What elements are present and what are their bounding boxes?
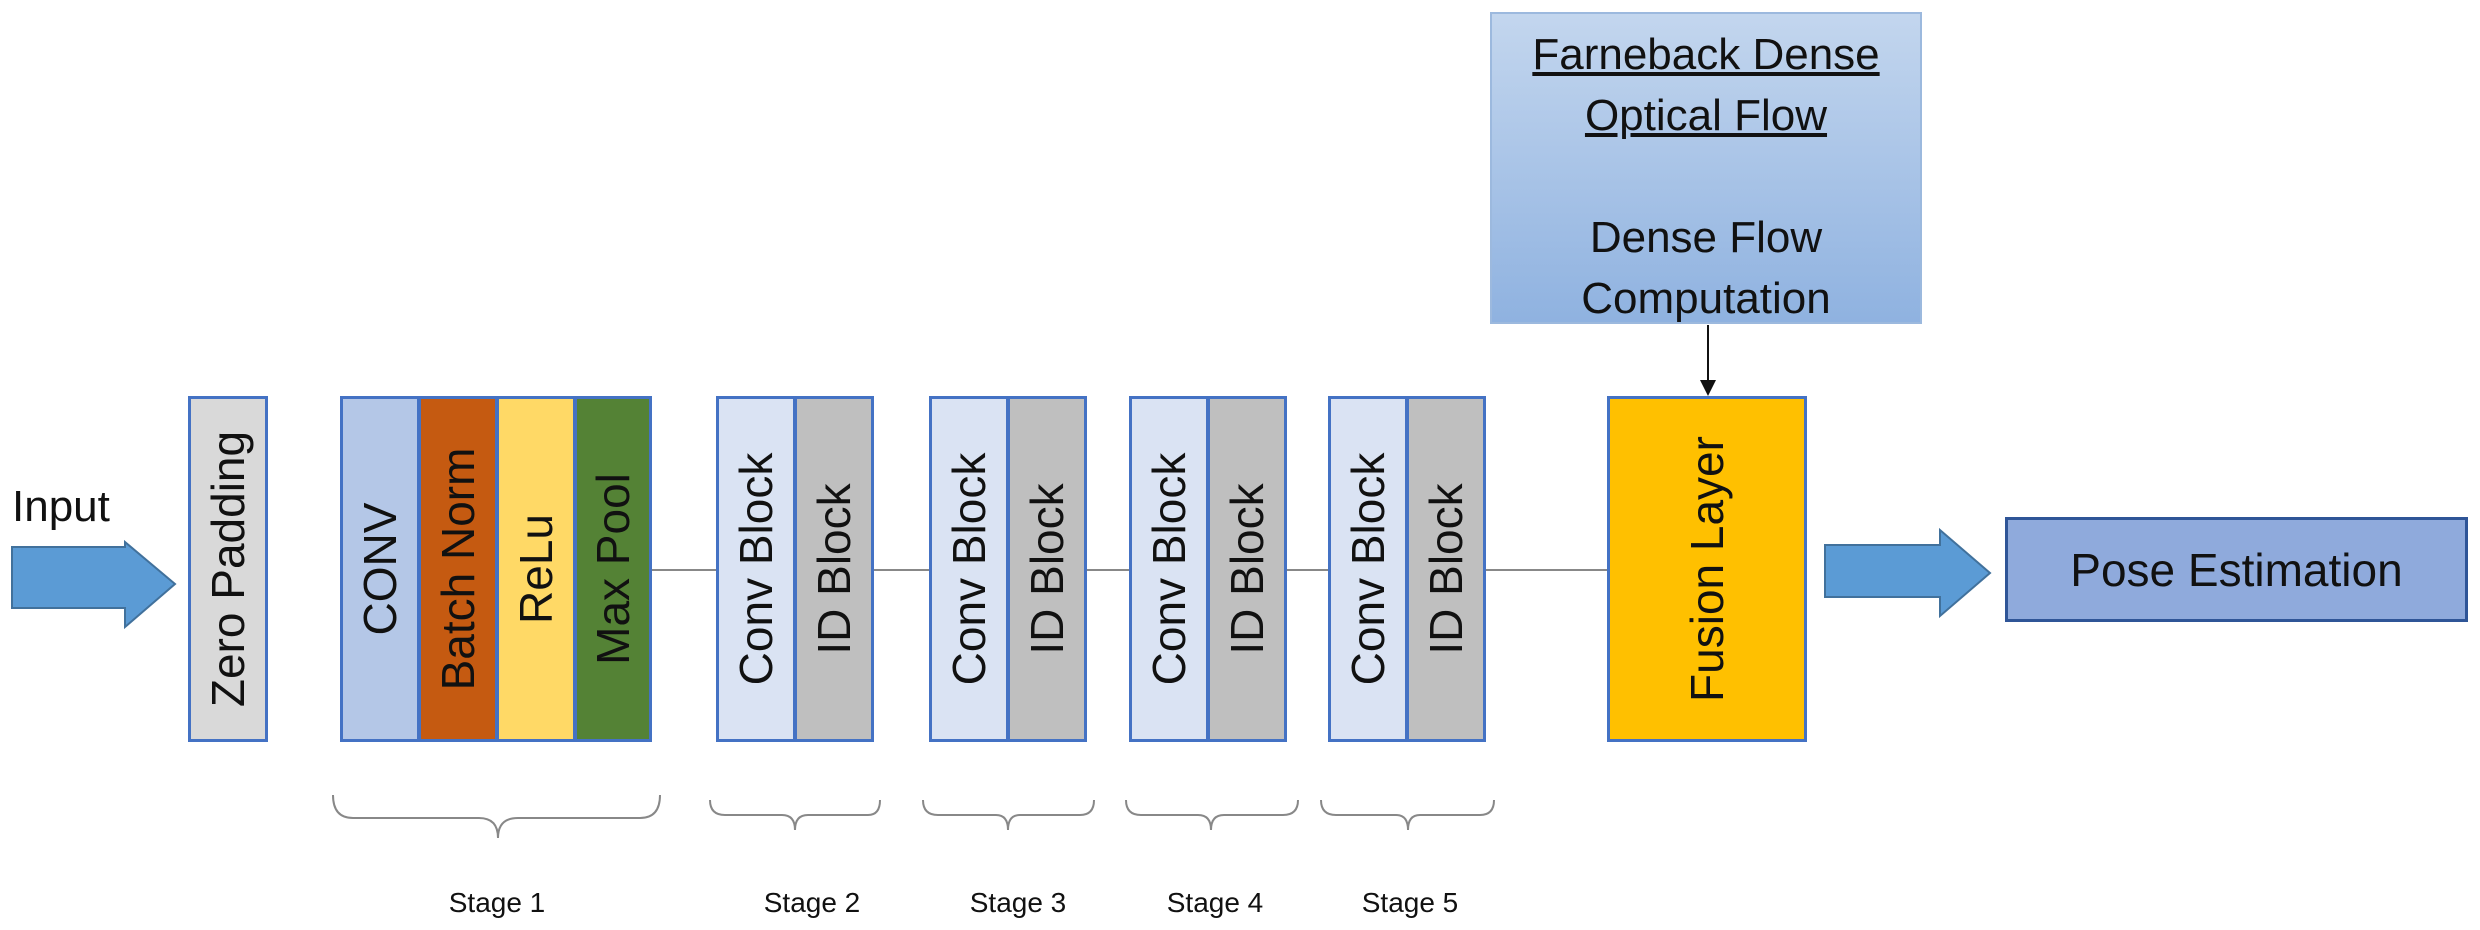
id-block-stage2: ID Block — [794, 396, 874, 742]
output-arrow — [1824, 527, 1992, 619]
conv-block-stage3: Conv Block — [929, 396, 1009, 742]
id-block-label: ID Block — [1221, 483, 1273, 655]
flow-box-body-line1: Dense Flow — [1589, 213, 1823, 262]
flow-box-body-line2: Computation — [1581, 274, 1831, 323]
stage-1-brace — [332, 794, 661, 839]
input-arrow — [11, 539, 177, 630]
pose-estimation-box: Pose Estimation — [2005, 517, 2468, 622]
input-label: Input — [12, 482, 110, 531]
relu-layer: ReLu — [496, 396, 576, 742]
conv-block-label: Conv Block — [730, 452, 782, 686]
batch-norm-label: Batch Norm — [432, 447, 484, 691]
max-pool-label: Max Pool — [587, 473, 639, 665]
conv-block-label: Conv Block — [943, 452, 995, 686]
stage-5-brace — [1320, 799, 1495, 831]
stage-2-brace — [709, 799, 881, 831]
stage-4-label: Stage 4 — [1166, 887, 1264, 918]
fusion-layer-label: Fusion Layer — [1681, 436, 1733, 702]
max-pool-layer: Max Pool — [574, 396, 652, 742]
batch-norm-layer: Batch Norm — [418, 396, 498, 742]
fusion-layer: Fusion Layer — [1607, 396, 1807, 742]
stage-4-brace — [1125, 799, 1299, 831]
id-block-stage4: ID Block — [1207, 396, 1287, 742]
id-block-label: ID Block — [1420, 483, 1472, 655]
id-block-stage5: ID Block — [1406, 396, 1486, 742]
conv-block-stage5: Conv Block — [1328, 396, 1408, 742]
conv-block-stage4: Conv Block — [1129, 396, 1209, 742]
id-block-label: ID Block — [1021, 483, 1073, 655]
stage-2-label: Stage 2 — [763, 887, 861, 918]
conv-block-stage2: Conv Block — [716, 396, 796, 742]
relu-label: ReLu — [510, 514, 562, 624]
farneback-flow-box: Farneback Dense Optical Flow Dense Flow … — [1490, 12, 1922, 324]
flow-box-title-line2: Optical Flow — [1584, 91, 1828, 140]
stage-3-brace — [922, 799, 1095, 831]
id-block-stage3: ID Block — [1007, 396, 1087, 742]
zero-padding-label: Zero Padding — [202, 430, 254, 708]
id-block-label: ID Block — [808, 483, 860, 655]
stage-1-label: Stage 1 — [448, 887, 546, 918]
zero-padding-block: Zero Padding — [188, 396, 268, 742]
flow-to-fusion-arrowhead — [1700, 380, 1716, 396]
pose-estimation-label: Pose Estimation — [2070, 543, 2403, 596]
conv-layer: CONV — [340, 396, 420, 742]
flow-box-title-line1: Farneback Dense — [1532, 30, 1880, 79]
conv-block-label: Conv Block — [1342, 452, 1394, 686]
conv-label: CONV — [354, 502, 406, 636]
stage-5-label: Stage 5 — [1361, 887, 1459, 918]
stage-3-label: Stage 3 — [969, 887, 1067, 918]
conv-block-label: Conv Block — [1143, 452, 1195, 686]
